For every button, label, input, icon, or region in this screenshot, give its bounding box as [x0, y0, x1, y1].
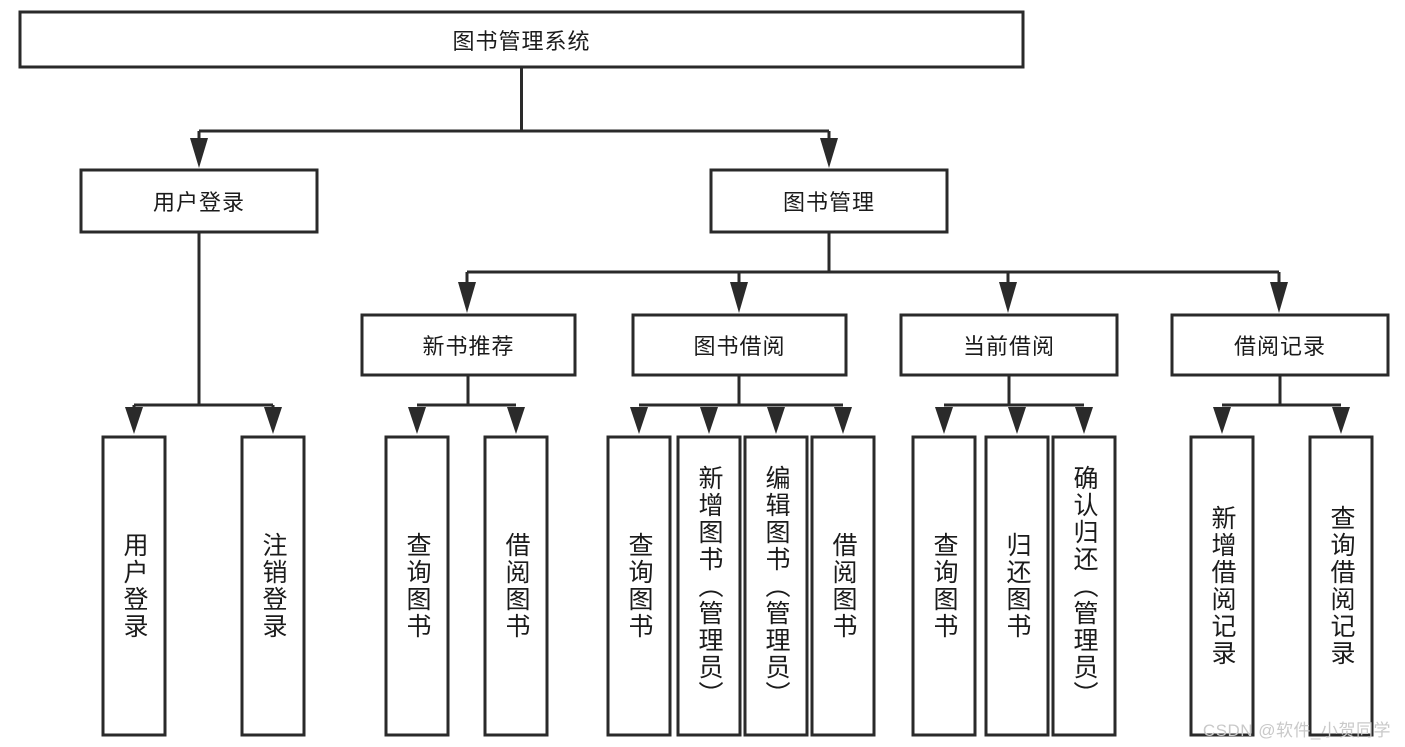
arrow-head-icon	[1213, 407, 1231, 434]
node-box-leaf-return-book[interactable]	[984, 435, 1050, 737]
connector-bookborrow-to-leaves	[630, 375, 852, 434]
arrow-head-icon	[125, 407, 143, 434]
node-box-borrow-record[interactable]	[1170, 313, 1390, 377]
node-box-leaf-confirm-return-admin[interactable]	[1051, 435, 1117, 737]
node-box-leaf-add-borrow-record[interactable]	[1189, 435, 1255, 737]
connector-newbookrec-to-leaves	[408, 375, 525, 434]
arrow-head-icon	[630, 407, 648, 434]
arrow-head-icon	[1270, 282, 1288, 313]
arrow-head-icon	[834, 407, 852, 434]
node-box-leaf-borrow-book-1[interactable]	[483, 435, 549, 737]
node-box-user-login[interactable]	[79, 168, 319, 234]
connector-currentborrow-to-leaves	[935, 375, 1093, 434]
node-box-leaf-user-login[interactable]	[101, 435, 167, 737]
arrow-head-icon	[730, 282, 748, 313]
node-box-leaf-edit-book-admin[interactable]	[743, 435, 809, 737]
arrow-head-icon	[190, 138, 208, 168]
connector-root-to-level2	[190, 67, 838, 168]
node-box-leaf-query-book-1[interactable]	[384, 435, 450, 737]
node-box-current-borrow[interactable]	[899, 313, 1119, 377]
node-box-root[interactable]	[18, 10, 1025, 69]
arrow-head-icon	[700, 407, 718, 434]
node-box-leaf-logout-login[interactable]	[240, 435, 306, 737]
node-box-leaf-query-book-3[interactable]	[911, 435, 977, 737]
node-box-new-book-rec[interactable]	[360, 313, 577, 377]
arrow-head-icon	[1075, 407, 1093, 434]
arrow-head-icon	[820, 138, 838, 168]
node-box-book-manage[interactable]	[709, 168, 949, 234]
arrow-head-icon	[767, 407, 785, 434]
arrow-head-icon	[935, 407, 953, 434]
node-box-leaf-borrow-book-2[interactable]	[810, 435, 876, 737]
connector-borrowrecord-to-leaves	[1213, 375, 1350, 434]
arrow-head-icon	[458, 282, 476, 313]
node-box-leaf-query-book-2[interactable]	[606, 435, 672, 737]
node-box-leaf-add-book-admin[interactable]	[676, 435, 742, 737]
arrow-head-icon	[408, 407, 426, 434]
arrow-head-icon	[1332, 407, 1350, 434]
node-box-book-borrow[interactable]	[631, 313, 848, 377]
node-box-leaf-query-borrow-record[interactable]	[1308, 435, 1374, 737]
arrow-head-icon	[507, 407, 525, 434]
arrow-head-icon	[999, 282, 1017, 313]
connector-userlogin-to-leaves	[125, 232, 282, 434]
connector-bookmanage-to-level3	[458, 232, 1288, 313]
arrow-head-icon	[1008, 407, 1026, 434]
arrow-head-icon	[264, 407, 282, 434]
